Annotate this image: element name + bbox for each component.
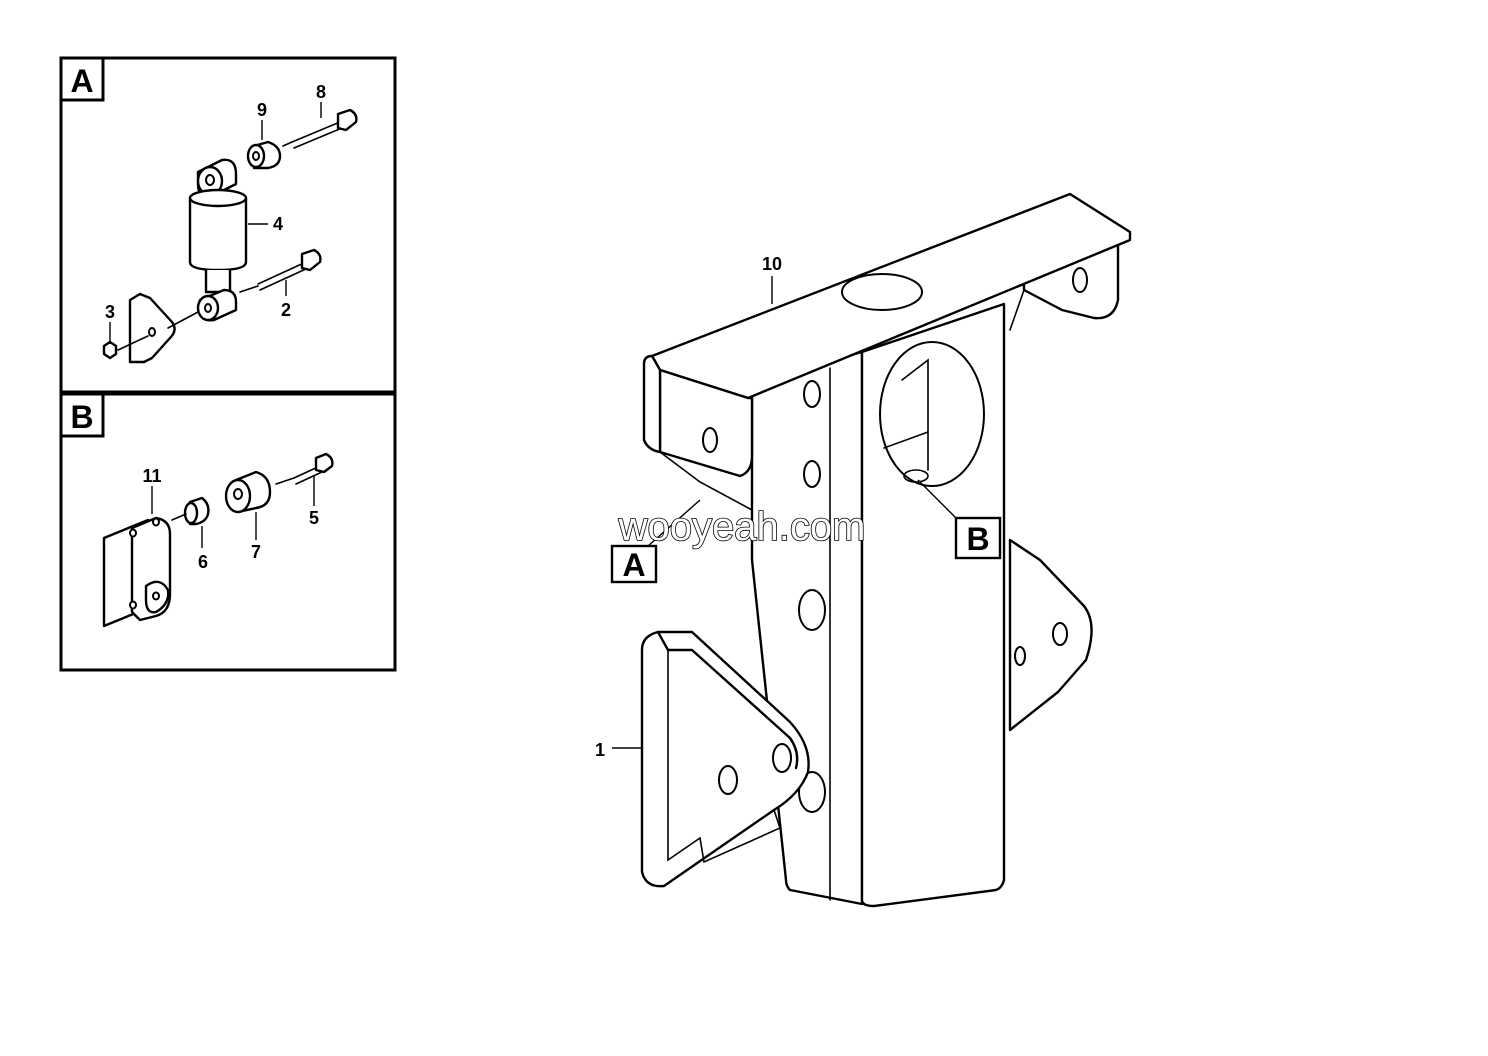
callout-4: 4 [273, 214, 283, 234]
callout-11: 11 [142, 466, 161, 486]
callout-1: 1 [595, 740, 605, 760]
front-left-bracket [640, 630, 810, 888]
bushing-7 [224, 470, 272, 514]
view-ref-b-letter: B [966, 521, 989, 557]
detail-a-letter: A [70, 63, 93, 99]
callout-10: 10 [762, 254, 782, 274]
callout-9: 9 [257, 100, 267, 120]
view-ref-a-letter: A [622, 547, 645, 583]
watermark-text: wooyeah.com [618, 505, 866, 549]
callout-8: 8 [316, 82, 326, 102]
view-ref-b [954, 516, 1002, 560]
plate-11 [102, 516, 172, 628]
callout-7: 7 [251, 542, 261, 562]
view-ref-a [610, 544, 658, 584]
detail-panel-b: B [59, 392, 397, 672]
bolt-8 [282, 108, 358, 149]
detail-b-tag [59, 392, 105, 438]
detail-b-letter: B [70, 399, 93, 435]
detail-a-tag [59, 56, 105, 102]
sleeve-6 [171, 496, 210, 526]
top-channel-beam [642, 192, 1132, 511]
bolt-5 [275, 452, 334, 485]
rear-right-bracket [1008, 538, 1093, 732]
bracket-3 [102, 292, 199, 364]
callout-6: 6 [198, 552, 208, 572]
callout-2: 2 [281, 300, 291, 320]
callout-5: 5 [309, 508, 319, 528]
callout-3: 3 [105, 302, 115, 322]
top-right-ear [1009, 242, 1120, 331]
shock-absorber [188, 158, 248, 322]
main-assembly: 10 1 A B [595, 192, 1132, 908]
main-column [750, 302, 1006, 908]
bolt-2 [239, 248, 322, 293]
detail-panel-a: A [59, 56, 397, 394]
bushing-9 [246, 140, 282, 170]
